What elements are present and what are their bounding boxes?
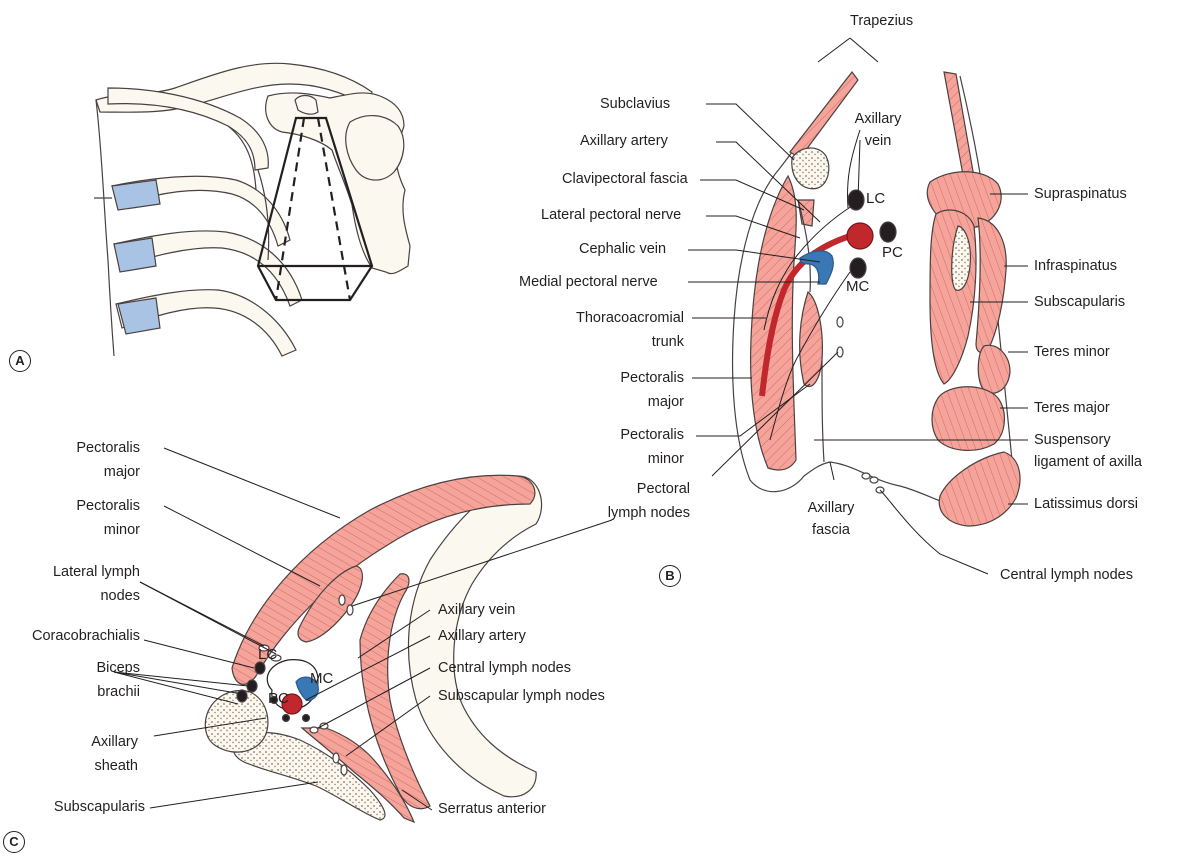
label-lateral-nodes-c-2: nodes (10, 586, 140, 607)
label-teres-major: Teres major (1034, 398, 1110, 419)
label-mc-b: MC (846, 278, 869, 295)
medial-cord-b (850, 258, 866, 278)
label-axillary-artery-c: Axillary artery (438, 626, 526, 647)
label-pectoral-nodes-b-2: lymph nodes (580, 503, 690, 524)
subscapular-node-c-2 (341, 765, 347, 775)
humerus-c (205, 690, 268, 752)
label-clavipectoral-fascia: Clavipectoral fascia (562, 169, 688, 190)
label-pectoralis-minor-c-1: Pectoralis (20, 496, 140, 517)
label-pectoralis-major-c-2: major (20, 462, 140, 483)
panel-c-section (205, 475, 541, 822)
coracobrachialis-c (255, 662, 265, 674)
label-subscapularis-c: Subscapularis (0, 797, 145, 818)
costal-cartilage-2-a (114, 238, 156, 272)
label-axillary-fascia-2: fascia (796, 520, 866, 541)
label-latissimus: Latissimus dorsi (1034, 494, 1138, 515)
panel-b-badge: B (659, 565, 681, 587)
biceps-short-c (247, 680, 257, 692)
clavicle-section-b (792, 148, 829, 189)
label-teres-minor: Teres minor (1034, 342, 1110, 363)
label-axillary-vein-b-1: Axillary (850, 109, 906, 130)
label-medial-pectoral-nerve: Medial pectoral nerve (519, 272, 658, 293)
label-axillary-artery-b: Axillary artery (580, 131, 668, 152)
costal-cartilage-1-a (112, 180, 160, 210)
label-biceps-2: brachii (20, 682, 140, 703)
teres-minor-b (978, 345, 1010, 393)
label-lateral-pectoral-nerve: Lateral pectoral nerve (541, 205, 681, 226)
label-central-nodes-b: Central lymph nodes (1000, 565, 1133, 586)
pectoral-node-b-1 (837, 317, 843, 327)
costal-cartilage-3-a (118, 298, 160, 334)
label-trapezius: Trapezius (850, 11, 913, 32)
cephalic-vein-b (800, 251, 833, 284)
label-supraspinatus: Supraspinatus (1034, 184, 1127, 205)
label-pectoralis-major-b-1: Pectoralis (553, 368, 684, 389)
label-suspensory-2: ligament of axilla (1034, 452, 1142, 473)
label-sheath-2: sheath (20, 756, 138, 777)
subscapular-node-c-1 (333, 753, 339, 763)
pectoralis-minor-b (800, 292, 823, 387)
subscapularis-b (930, 210, 976, 384)
label-lc-b: LC (866, 190, 885, 207)
label-thoracoacromial-2: trunk (553, 332, 684, 353)
label-serratus: Serratus anterior (438, 799, 546, 820)
pectoral-node-c-1 (339, 595, 345, 605)
label-cephalic-vein: Cephalic vein (579, 239, 666, 260)
label-pc-b: PC (882, 244, 903, 261)
label-subclavius-b: Subclavius (600, 94, 670, 115)
label-coracobrachialis: Coracobrachialis (0, 626, 140, 647)
label-suspensory-1: Suspensory (1034, 430, 1111, 451)
biceps-long-c (237, 690, 247, 702)
label-pectoralis-minor-b-2: minor (553, 449, 684, 470)
label-central-nodes-c: Central lymph nodes (438, 658, 571, 679)
label-thoracoacromial-1: Thoracoacromial (553, 308, 684, 329)
central-node-b-1 (862, 473, 870, 479)
latissimus-b (939, 452, 1020, 526)
label-axillary-vein-c: Axillary vein (438, 600, 515, 621)
label-pectoralis-minor-b-1: Pectoralis (553, 425, 684, 446)
infraspinatus-b (976, 218, 1006, 353)
central-node-c-1 (310, 727, 318, 733)
posterior-cord-c (283, 715, 290, 722)
spine-line-a (96, 100, 114, 356)
central-node-b-2 (870, 477, 878, 483)
label-infraspinatus: Infraspinatus (1034, 256, 1117, 277)
label-biceps-1: Biceps (20, 658, 140, 679)
teres-major-b (932, 387, 1004, 451)
label-axillary-vein-b-2: vein (850, 131, 906, 152)
axillary-artery-b (847, 223, 873, 249)
label-axillary-fascia-1: Axillary (796, 498, 866, 519)
panel-c-badge: C (3, 831, 25, 853)
pectoral-node-c-2 (347, 605, 353, 615)
label-mc-c: MC (310, 670, 333, 687)
label-pc-c: PC (268, 690, 289, 707)
label-pectoralis-minor-c-2: minor (20, 520, 140, 541)
label-pectoral-nodes-b-1: Pectoral (580, 479, 690, 500)
medial-cord-c (303, 715, 310, 722)
panel-a-badge: A (9, 350, 31, 372)
label-pectoralis-major-c-1: Pectoralis (20, 438, 140, 459)
label-sheath-1: Axillary (20, 732, 138, 753)
label-lateral-nodes-c-1: Lateral lymph (10, 562, 140, 583)
label-subscapularis-b: Subscapularis (1034, 292, 1125, 313)
panel-a-skeleton (94, 63, 410, 356)
label-subscapular-nodes: Subscapular lymph nodes (438, 686, 605, 707)
trapezius-front-b (790, 72, 858, 158)
posterior-cord-b (880, 222, 896, 242)
rib-1-a (108, 88, 268, 170)
label-pectoralis-major-b-2: major (553, 392, 684, 413)
label-lc-c: LC (258, 646, 277, 663)
